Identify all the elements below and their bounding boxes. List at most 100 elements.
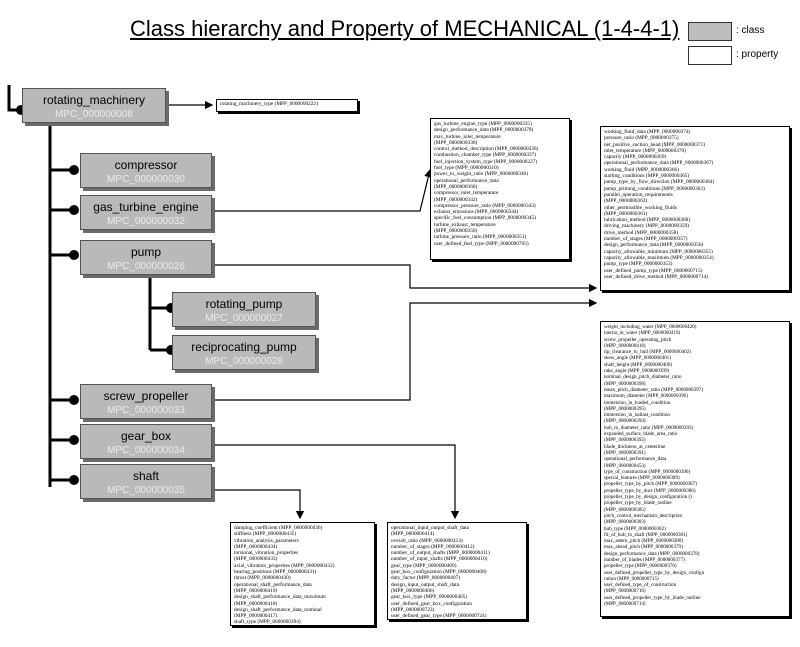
property-entry: pump_priming_conditions (MPP_0000000363) — [604, 185, 705, 192]
property-entry: (MPP_0000000714) — [604, 601, 646, 608]
property-entry: max_astern_pitch (MPP_0000000380) — [604, 538, 684, 545]
class-id: MPC_000000026 — [107, 261, 185, 272]
property-entry: number_of_input_shafts (MPP_0000000410) — [391, 556, 488, 563]
property-box-gas-turbine-engine: gas_turbine_engine_type (MPP_0000000335)… — [430, 118, 570, 260]
class-rotating-machinery[interactable]: rotating_machinery MPC_000000008 — [22, 88, 166, 123]
property-entry: expanded_surface_blade_area_ratio — [604, 431, 678, 438]
property-entry: design_performance_data (MPP_0000000378) — [434, 127, 534, 134]
property-entry: (MPP_0000000360) — [434, 183, 478, 190]
property-entry: user_defined_gear_box_configuration — [391, 600, 472, 607]
property-entry: (MPP_0000000336) — [434, 139, 478, 146]
property-entry: duty_factor (MPP_0000000407) — [391, 575, 461, 582]
property-entry: gas_turbine_engine_type (MPP_0000000335) — [434, 121, 532, 127]
class-compressor[interactable]: compressor MPC_000000030 — [80, 153, 212, 188]
property-entry: user_defined_propeller_type_by_design_co… — [604, 569, 705, 576]
property-entry: propeller_type_by_duct (MPP_0000000386) — [604, 487, 696, 494]
property-entry: capacity (MPP_0000000369) — [604, 154, 667, 161]
property-entry: user_defined_drive_method (MPP_000000071… — [604, 273, 709, 280]
property-entry: user_defined_propeller_type_by_blade_out… — [604, 594, 701, 601]
property-entry: (MPP_0000000414) — [391, 531, 435, 538]
property-entry: (MPP_0000000392) — [604, 437, 646, 444]
property-entry: turbine_pressure_ratio (MPP_0000000351) — [434, 234, 527, 241]
property-entry: turbine_exhaust_temperature — [434, 221, 496, 228]
property-entry: fit_of_hub_to_shaft (MPP_0000000381) — [604, 531, 688, 538]
property-box-pump: working_fluid_data (MPP_0000000374)press… — [600, 126, 790, 291]
property-entry: compressor_inlet_temperature — [434, 190, 499, 197]
class-name: shaft — [132, 469, 159, 483]
class-shaft[interactable]: shaft MPC_000000035 — [80, 464, 212, 499]
class-name: reciprocating_pump — [191, 340, 297, 354]
property-entry: (MPP_0000000453) — [604, 462, 646, 469]
property-entry: stiffness (MPP_0000000435) — [234, 531, 297, 538]
class-pump[interactable]: pump MPC_000000026 — [80, 240, 212, 275]
class-name: rotating_machinery — [42, 93, 146, 107]
property-entry: user_defined_pump_type (MPP_0000000715) — [604, 267, 703, 274]
class-id: MPC_000000028 — [205, 356, 283, 367]
property-entry: propeller_type_by_pitch (MPP_0000000387) — [604, 481, 697, 488]
property-entry: user_defined_type_of_construction — [604, 582, 677, 589]
class-name: gas_turbine_engine — [93, 200, 199, 214]
property-entry: (MPP_0000000391) — [604, 449, 646, 456]
property-entry: (MPP_0000000417) — [234, 613, 278, 620]
property-entry: (MPP_0000000362) — [604, 198, 648, 205]
property-entry: design_performance_data (MPP_0000000378) — [604, 550, 700, 557]
property-box-screw-propeller: weight_including_water (MPP_0000000420)i… — [600, 321, 790, 617]
legend-class-swatch — [688, 22, 732, 41]
property-box-gear-box: operational_input_output_shaft_data(MPP_… — [387, 522, 527, 620]
class-id: MPC_000000034 — [107, 445, 185, 456]
property-entry: (MPP_0000000418) — [604, 342, 646, 349]
property-box-rotating-machinery: rotating_machinery_type (MPP_0000000222) — [216, 99, 358, 112]
property-entry: design_shaft_performance_data_nominal — [234, 606, 322, 613]
property-entry: drive_method (MPP_0000000358) — [604, 229, 679, 236]
property-entry: operational_performance_data — [434, 177, 499, 184]
property-entry: control_method_description (MPP_00000003… — [434, 146, 539, 153]
class-screw-propeller[interactable]: screw_propeller MPC_000000033 — [80, 384, 212, 419]
property-entry: maximum_diameter (MPP_0000000396) — [604, 393, 688, 400]
property-entry: (MPP_0000000723) — [391, 606, 435, 613]
property-entry: gear_box_type (MPP_0000000405) — [391, 594, 468, 601]
property-entry: gear_type (MPP_0000000409) — [391, 562, 457, 569]
property-entry: exhaust_emissions (MPP_0000000344) — [434, 209, 519, 216]
property-entry: fuel_injection_system_type (MPP_00000002… — [434, 158, 538, 165]
property-entry: (MPP_0000000419) — [234, 587, 278, 594]
property-entry: other_permissible_working_fluids — [604, 204, 677, 211]
property-entry: parallel_operation_requirements — [604, 191, 673, 198]
class-gear-box[interactable]: gear_box MPC_000000034 — [80, 424, 212, 459]
property-entry: (MPP_0000000406) — [391, 587, 435, 594]
legend-class-label: : class — [736, 25, 765, 36]
property-entry: (MPP_0000000716) — [604, 588, 646, 595]
property-entry: (MPP_0000000350) — [434, 228, 478, 235]
class-reciprocating-pump[interactable]: reciprocating_pump MPC_000000028 — [172, 335, 316, 370]
property-entry: (MPP_0000000394) — [604, 418, 646, 425]
property-entry: thrust (MPP_0000000430) — [234, 575, 291, 582]
class-id: MPC_000000032 — [107, 216, 185, 227]
class-name: compressor — [114, 158, 178, 172]
property-entry: combustion_chamber_type (MPP_0000000337) — [434, 152, 536, 159]
class-name: pump — [130, 245, 162, 259]
property-entry: (MPP_0000000395) — [604, 405, 646, 412]
property-entry: driving_machinery (MPP_0000000359) — [604, 223, 689, 230]
property-entry: shaft_height (MPP_0000000400) — [604, 361, 673, 368]
property-entry: capacity_allowable_maximum (MPP_00000003… — [604, 254, 714, 261]
property-entry: rake_angle (MPP_0000000399) — [604, 368, 670, 375]
property-entry: type_of_construction (MPP_0000000390) — [604, 468, 691, 475]
class-gas-turbine-engine[interactable]: gas_turbine_engine MPC_000000032 — [80, 195, 212, 230]
property-entry: operational_performance_data — [604, 456, 667, 463]
class-rotating-pump[interactable]: rotating_pump MPC_000000027 — [172, 292, 316, 327]
property-entry: (MPP_0000000434) — [234, 543, 278, 550]
property-entry: pressure_ratio (MPP_0000000375) — [604, 135, 679, 142]
property-entry: lubrication_method (MPP_0000000360) — [604, 217, 691, 224]
property-entry: pitch_control_mechanism_description — [604, 512, 683, 519]
property-entry: user_defined_fuel_type (MPP_0000000705) — [434, 240, 529, 247]
property-entry: (MPP_0000000398) — [604, 380, 646, 387]
class-id: MPC_000000008 — [55, 109, 133, 120]
property-entry: bearing_positions (MPP_0000000431) — [234, 569, 317, 576]
property-entry: (MPP_0000000361) — [604, 210, 648, 217]
property-entry: working_fluid_data (MPP_0000000374) — [604, 129, 691, 135]
root-connector — [7, 85, 18, 112]
property-entry: special_features (MPP_0000000389) — [604, 475, 680, 482]
property-entry: net_positive_suction_head (MPP_000000037… — [604, 141, 706, 148]
property-entry: operational_performance_data (MPP_000000… — [604, 160, 714, 167]
property-entry: (MPP_0000000418) — [234, 600, 278, 607]
